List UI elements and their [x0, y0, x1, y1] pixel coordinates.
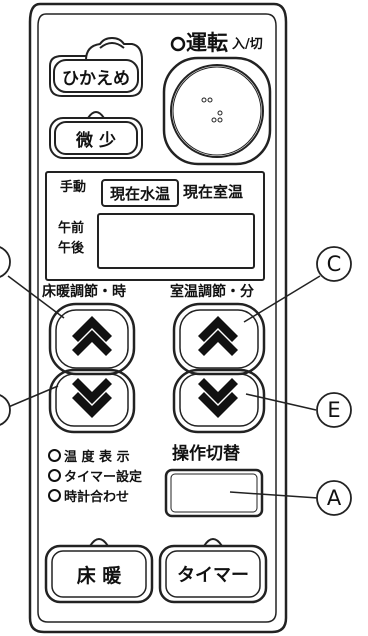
mode-switch-button-shape	[164, 468, 264, 518]
mode-switch-button[interactable]	[166, 470, 262, 516]
display-room-temp: 現在室温	[183, 183, 244, 201]
floor-heat-button-shape	[44, 538, 154, 604]
display-window	[45, 171, 265, 281]
room-adjust-label: 室温調節・分	[170, 284, 254, 300]
power-sub-label: 入/切	[232, 37, 263, 52]
display-am-label: 午前	[58, 221, 85, 236]
callout-a-circle	[316, 480, 352, 516]
indicator-timer-set: タイマー設定	[48, 466, 142, 485]
hikaeme-button-shape	[49, 36, 143, 97]
indicator-temp-display: 温 度 表 示	[48, 446, 130, 465]
hikaeme-button[interactable]: ひかえめ	[62, 68, 130, 89]
room-up-button[interactable]	[174, 304, 264, 370]
display-manual-label: 手動	[60, 180, 87, 195]
callout-a-label: A	[326, 486, 342, 510]
callout-e-circle	[316, 392, 352, 428]
callout-c-label: C	[326, 252, 342, 276]
room-down-button-shape	[172, 368, 266, 434]
floor-heat-button[interactable]: 床 暖	[76, 564, 122, 587]
callout-e-label: E	[327, 398, 341, 422]
floor-down-button-shape	[48, 368, 136, 434]
bishou-button-shape	[49, 111, 143, 159]
mode-switch-label: 操作切替	[172, 444, 240, 464]
floor-adjust-label: 床暖調節・時	[42, 284, 126, 300]
room-down-button[interactable]	[174, 372, 264, 432]
display-pm-label: 午後	[58, 241, 85, 256]
indicator-clock-set: 時計合わせ	[48, 486, 129, 505]
timer-button-shape	[158, 538, 268, 604]
floor-up-button[interactable]	[50, 304, 134, 370]
callout-c-circle	[316, 246, 352, 282]
bishou-button[interactable]: 微 少	[76, 130, 116, 151]
floor-down-button[interactable]	[50, 372, 134, 432]
power-label: 運転	[186, 31, 228, 55]
timer-button[interactable]: タイマー	[177, 565, 249, 586]
display-water-temp: 現在水温	[109, 184, 170, 203]
power-button-shape	[162, 56, 272, 166]
power-button[interactable]	[171, 65, 263, 157]
